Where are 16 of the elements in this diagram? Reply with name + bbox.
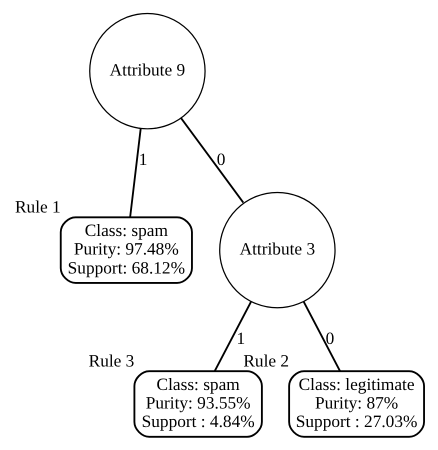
node-label: Rule 3 (88, 351, 134, 370)
connector (128, 128, 142, 218)
node-circle: Attribute 9 (88, 12, 206, 130)
node-label: Rule 2 (242, 351, 289, 370)
node-circle: Attribute 3 (218, 192, 336, 308)
connector (213, 301, 252, 372)
edge-label: 0 (325, 329, 334, 348)
node-box: Class: legitimate Purity: 87% Support : 27.03% (288, 370, 424, 438)
node-box: Class: spam Purity: 93.55% Support : 4.84% (132, 370, 262, 438)
node-box: Class: spam Purity: 97.48% Support: 68.12% (59, 216, 192, 284)
connector (302, 301, 340, 372)
edge-label: 1 (236, 329, 245, 348)
edge-label: 1 (138, 150, 147, 170)
edge-label: 0 (216, 150, 225, 170)
connector (180, 118, 244, 204)
node-label: Rule 1 (14, 198, 60, 217)
